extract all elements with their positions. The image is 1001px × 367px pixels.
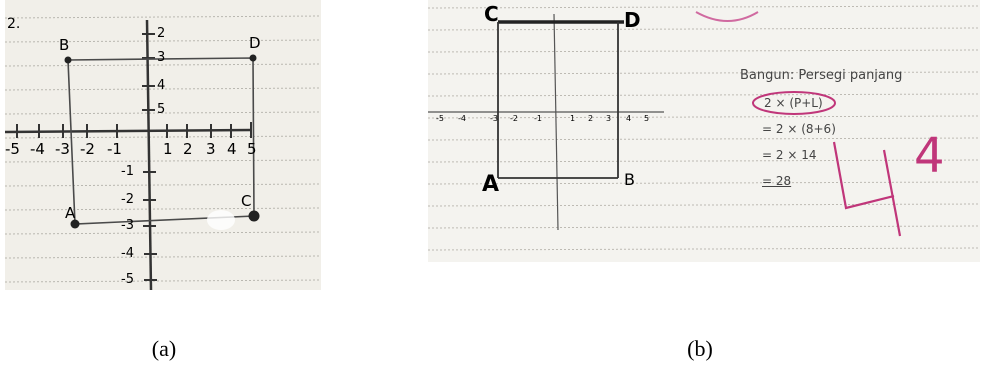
caption-b: (b) — [687, 336, 713, 361]
x-tick-b: 3 — [606, 114, 612, 123]
point-label-b-a: B — [59, 36, 70, 54]
x-tick-b: -1 — [534, 114, 542, 123]
x-tick-b: -5 — [436, 114, 444, 123]
solution-heading: Bangun: Persegi panjang — [740, 68, 903, 83]
y-axis-a — [145, 19, 153, 290]
caption-a: (a) — [151, 336, 177, 361]
x-axis-a — [5, 128, 252, 134]
x-tick-b: 4 — [626, 114, 632, 123]
y-tick-a: -5 — [121, 272, 134, 287]
graph-a — [5, 15, 321, 290]
point-a-a — [70, 219, 80, 229]
y-tick-a: -2 — [121, 192, 134, 207]
point-d-a — [249, 54, 257, 62]
glare-a — [207, 210, 235, 230]
x-tick-a: 3 — [206, 140, 216, 158]
x-tick-a: -1 — [107, 140, 122, 158]
point-label-a-a: A — [65, 204, 76, 222]
x-tick-a: 2 — [183, 140, 193, 158]
x-tick-a: -4 — [30, 140, 45, 158]
point-label-b-b: B — [624, 170, 635, 189]
y-tick-a: 5 — [157, 102, 166, 117]
y-tick-a: 3 — [157, 50, 166, 65]
x-tick-b: -3 — [490, 114, 498, 123]
pink-circle — [752, 91, 836, 115]
point-label-c-a: C — [241, 192, 252, 210]
x-tick-a: -5 — [5, 140, 20, 158]
x-tick-a: -3 — [55, 140, 70, 158]
score-mark: 4 — [914, 128, 945, 184]
x-tick-a: 1 — [163, 140, 173, 158]
point-label-c-b: C — [484, 2, 499, 26]
solution-line: = 2 × (8+6) — [762, 122, 836, 136]
x-tick-b: 5 — [644, 114, 650, 123]
solution-line: = 2 × 14 — [762, 148, 817, 162]
x-tick-a: 5 — [247, 140, 257, 158]
graph-b — [428, 5, 980, 251]
y-axis-b — [553, 13, 559, 231]
point-label-d-b: D — [624, 8, 641, 32]
solution-result: = 28 — [762, 174, 792, 188]
solution-line: 2 × (P+L) — [764, 96, 823, 110]
y-tick-a: -1 — [121, 164, 134, 179]
problem-number: 2. — [7, 16, 21, 32]
y-tick-a: 4 — [157, 78, 166, 93]
x-tick-b: -2 — [510, 114, 518, 123]
pink-mark-top — [695, 11, 759, 22]
x-tick-a: 4 — [227, 140, 237, 158]
score-stroke — [832, 141, 902, 237]
y-tick-a: -3 — [121, 218, 134, 233]
x-tick-b: 1 — [570, 114, 576, 123]
photo-panel-a: 2. B D A C -5 -4 -3 -2 -1 1 2 3 4 5 2 3 … — [5, 0, 321, 290]
point-label-d-a: D — [249, 34, 261, 52]
x-tick-b: 2 — [588, 114, 594, 123]
photo-panel-b: C D A B -5 -4 -3 -2 -1 1 2 3 4 5 Bangun:… — [428, 0, 980, 262]
point-b-a — [64, 56, 72, 64]
point-label-a-b: A — [482, 172, 500, 197]
point-c-a — [248, 210, 260, 222]
y-tick-a: 2 — [157, 26, 166, 41]
y-tick-a: -4 — [121, 246, 134, 261]
x-tick-a: -2 — [80, 140, 95, 158]
x-tick-b: -4 — [458, 114, 466, 123]
